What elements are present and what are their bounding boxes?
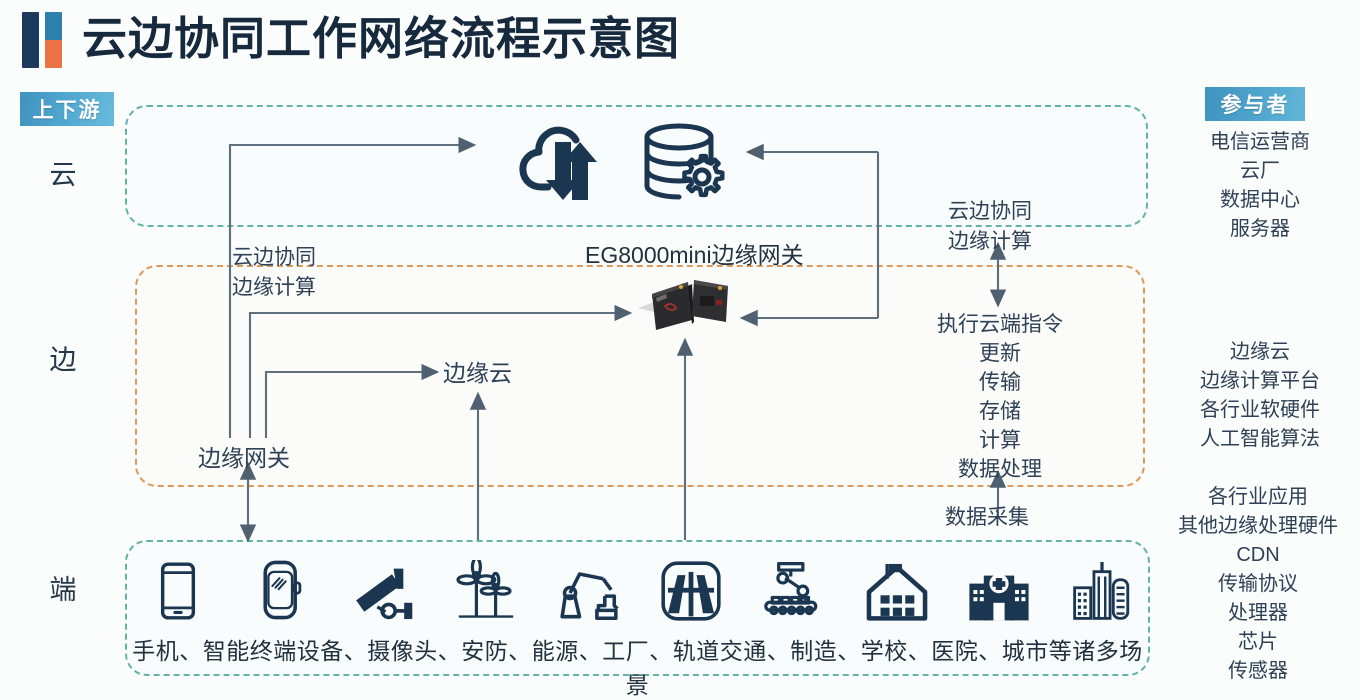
- participants-cloud: 电信运营商 云厂 数据中心 服务器: [1160, 128, 1360, 244]
- operation-item: 更新: [979, 342, 1021, 365]
- label-data-collect: 数据采集: [945, 506, 1029, 529]
- participant-item: 数据中心: [1220, 189, 1300, 211]
- badge-upstream: 上下游: [20, 92, 114, 126]
- city-buildings-icon: [1064, 552, 1140, 622]
- database-gear-icon: [644, 123, 725, 200]
- operation-item: 数据处理: [958, 458, 1042, 481]
- label-edge-cloud: 边缘云: [443, 360, 512, 386]
- participant-item: 边缘云: [1230, 341, 1290, 363]
- school-building-icon: [859, 552, 935, 622]
- tier-label-device: 端: [49, 575, 77, 605]
- label-gateway-name: EG8000mini边缘网关: [585, 242, 804, 268]
- operation-item: 传输: [979, 371, 1021, 394]
- wind-turbine-icon: [448, 552, 524, 622]
- label-line-1: 云边协同: [948, 200, 1032, 223]
- participant-item: CDN: [1236, 544, 1280, 566]
- robot-arm-icon: [551, 552, 627, 622]
- cloud-sync-icon: [519, 126, 597, 200]
- logo-bar-right: [45, 12, 62, 68]
- logo-mark: [22, 12, 68, 68]
- page-title: 云边协同工作网络流程示意图: [82, 13, 681, 64]
- badge-participant: 参与者: [1205, 87, 1305, 121]
- participant-item: 人工智能算法: [1200, 428, 1320, 450]
- participant-item: 传输协议: [1218, 573, 1298, 595]
- participant-item: 处理器: [1228, 602, 1288, 624]
- label-cloud-edge-coop-left: 云边协同 边缘计算: [232, 243, 316, 303]
- participant-item: 电信运营商: [1210, 131, 1310, 153]
- label-line-2: 边缘计算: [948, 230, 1032, 253]
- smartwatch-icon: [243, 552, 319, 622]
- participant-item: 芯片: [1238, 631, 1278, 653]
- operations-list: 执行云端指令 更新 传输 存储 计算 数据处理: [920, 310, 1080, 484]
- participant-item: 传感器: [1228, 660, 1288, 682]
- label-edge-gateway: 边缘网关: [198, 445, 290, 471]
- participant-item: 各行业应用: [1208, 486, 1308, 508]
- operation-item: 计算: [979, 429, 1021, 452]
- logo-bar-left: [22, 12, 39, 68]
- highway-icon: [653, 552, 729, 622]
- cctv-camera-icon: [345, 552, 421, 622]
- tier-label-edge: 边: [49, 345, 77, 375]
- device-caption: 手机、智能终端设备、摄像头、安防、能源、工厂、轨道交通、制造、学校、医院、城市等…: [132, 638, 1143, 698]
- device-icon-strip: [140, 550, 1140, 622]
- operation-item: 执行云端指令: [937, 313, 1063, 336]
- participants-edge: 边缘云 边缘计算平台 各行业软硬件 人工智能算法: [1160, 338, 1360, 454]
- label-line-1: 云边协同: [232, 246, 316, 269]
- label-line-2: 边缘计算: [232, 276, 316, 299]
- manufacturing-robot-icon: [756, 552, 832, 622]
- participant-item: 各行业软硬件: [1200, 399, 1320, 421]
- participant-item: 边缘计算平台: [1200, 370, 1320, 392]
- participant-item: 服务器: [1230, 218, 1290, 240]
- label-cloud-edge-coop-right: 云边协同 边缘计算: [948, 197, 1032, 257]
- operation-item: 存储: [979, 400, 1021, 423]
- hospital-icon: [961, 552, 1037, 622]
- tier-label-cloud: 云: [49, 160, 77, 190]
- smartphone-icon: [140, 552, 216, 622]
- participant-item: 云厂: [1240, 160, 1280, 182]
- participants-device: 各行业应用 其他边缘处理硬件 CDN 传输协议 处理器 芯片 传感器: [1158, 483, 1358, 686]
- eg8000mini-device-image: [638, 280, 728, 330]
- participant-item: 其他边缘处理硬件: [1178, 515, 1338, 537]
